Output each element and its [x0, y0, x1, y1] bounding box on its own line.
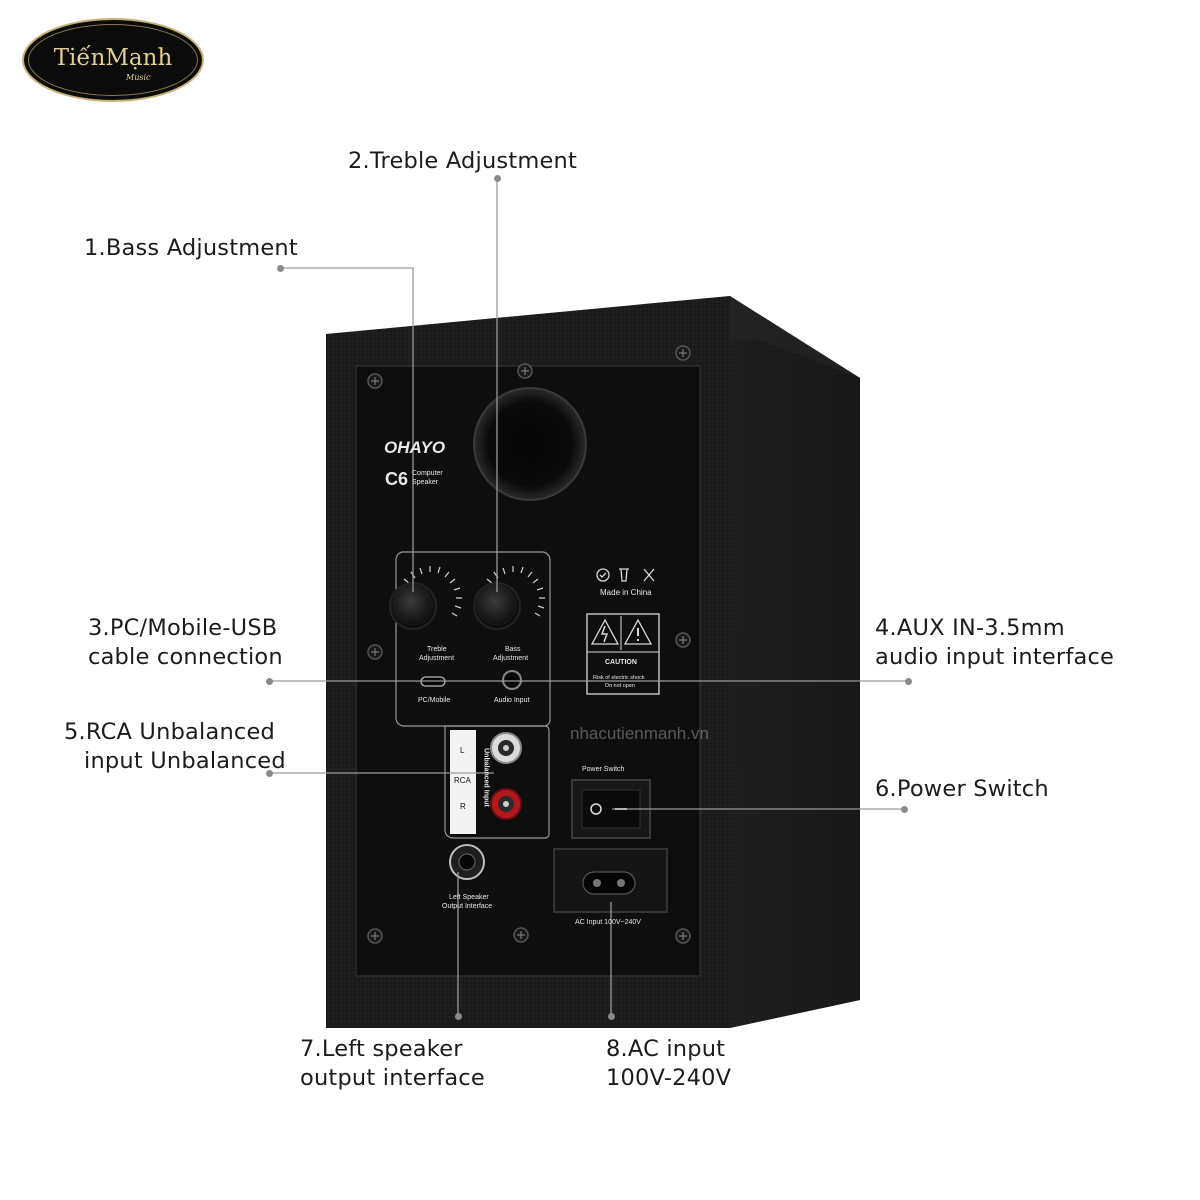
- caution-line-2: Do not open: [605, 683, 635, 689]
- caution-title: CAUTION: [605, 659, 637, 666]
- power-switch-panel-label: Power Switch: [582, 766, 625, 773]
- watermark: nhacutienmanh.vn: [570, 724, 709, 743]
- callout-dot-rca: [266, 770, 273, 777]
- callout-lines: [270, 178, 910, 1017]
- rca-panel-outline: [444, 725, 550, 839]
- callout-dot-pc-usb: [266, 678, 273, 685]
- callout-dot-ac: [608, 1013, 615, 1020]
- callout-dot-treble: [494, 175, 501, 182]
- brand-logo-sub: Music: [126, 73, 151, 82]
- callout-dot-left-speaker: [455, 1013, 462, 1020]
- label-left-speaker-line1: 7.Left speaker: [300, 1036, 463, 1062]
- label-aux-line2: audio input interface: [875, 644, 1115, 670]
- pc-mobile-label: PC/Mobile: [418, 697, 451, 704]
- label-rca-line2: input Unbalanced: [84, 748, 286, 774]
- panel-brand: OHAYO: [384, 438, 446, 457]
- panel-model-desc-2: Speaker: [412, 479, 439, 486]
- panel-model: C6: [385, 469, 409, 489]
- ac-input-panel-label: AC Input 100V~240V: [575, 919, 641, 926]
- left-speaker-panel-label-1: Left Speaker: [449, 894, 489, 901]
- bass-knob-label-1: Bass: [505, 646, 521, 653]
- rca-mid-label: RCA: [454, 776, 471, 785]
- rca-r-label: R: [460, 802, 466, 811]
- caution-label: [586, 613, 660, 695]
- unbalanced-input-label: Unbalanced Input: [482, 748, 490, 807]
- label-bass-adjustment: 1.Bass Adjustment: [84, 235, 298, 261]
- callout-dot-aux: [905, 678, 912, 685]
- treble-knob-label-2: Adjustment: [419, 655, 455, 662]
- label-pc-usb-line2: cable connection: [88, 644, 283, 670]
- label-rca-line1: 5.RCA Unbalanced: [64, 719, 276, 745]
- audio-input-label: Audio Input: [494, 697, 530, 704]
- label-left-speaker-line2: output interface: [300, 1065, 485, 1091]
- caution-line-1: Risk of electric shock: [593, 675, 645, 681]
- certification-icons: [596, 568, 655, 582]
- panel-screws: [367, 345, 691, 944]
- label-pc-usb-line1: 3.PC/Mobile-USB: [88, 615, 278, 641]
- label-ac-line2: 100V-240V: [606, 1065, 732, 1091]
- knob-scales: [403, 566, 545, 617]
- brand-logo: TiếnMạnh Music: [22, 18, 204, 102]
- rca-l-label: L: [460, 746, 465, 755]
- bass-reflex-port: [473, 387, 587, 501]
- callout-dot-bass: [277, 265, 284, 272]
- label-power-switch: 6.Power Switch: [875, 776, 1049, 802]
- panel-model-desc-1: Computer: [412, 470, 443, 477]
- rca-label-strip: [450, 730, 476, 834]
- treble-knob-label-1: Treble: [427, 646, 447, 653]
- brand-logo-text: TiếnMạnh: [53, 45, 173, 71]
- made-in-label: Made in China: [600, 588, 652, 597]
- bass-knob-label-2: Adjustment: [493, 655, 529, 662]
- label-aux-line1: 4.AUX IN-3.5mm: [875, 615, 1065, 641]
- label-ac-line1: 8.AC input: [606, 1036, 726, 1062]
- callout-dot-power: [901, 806, 908, 813]
- label-treble-adjustment: 2.Treble Adjustment: [348, 148, 578, 174]
- left-speaker-panel-label-2: Output Interface: [442, 903, 493, 910]
